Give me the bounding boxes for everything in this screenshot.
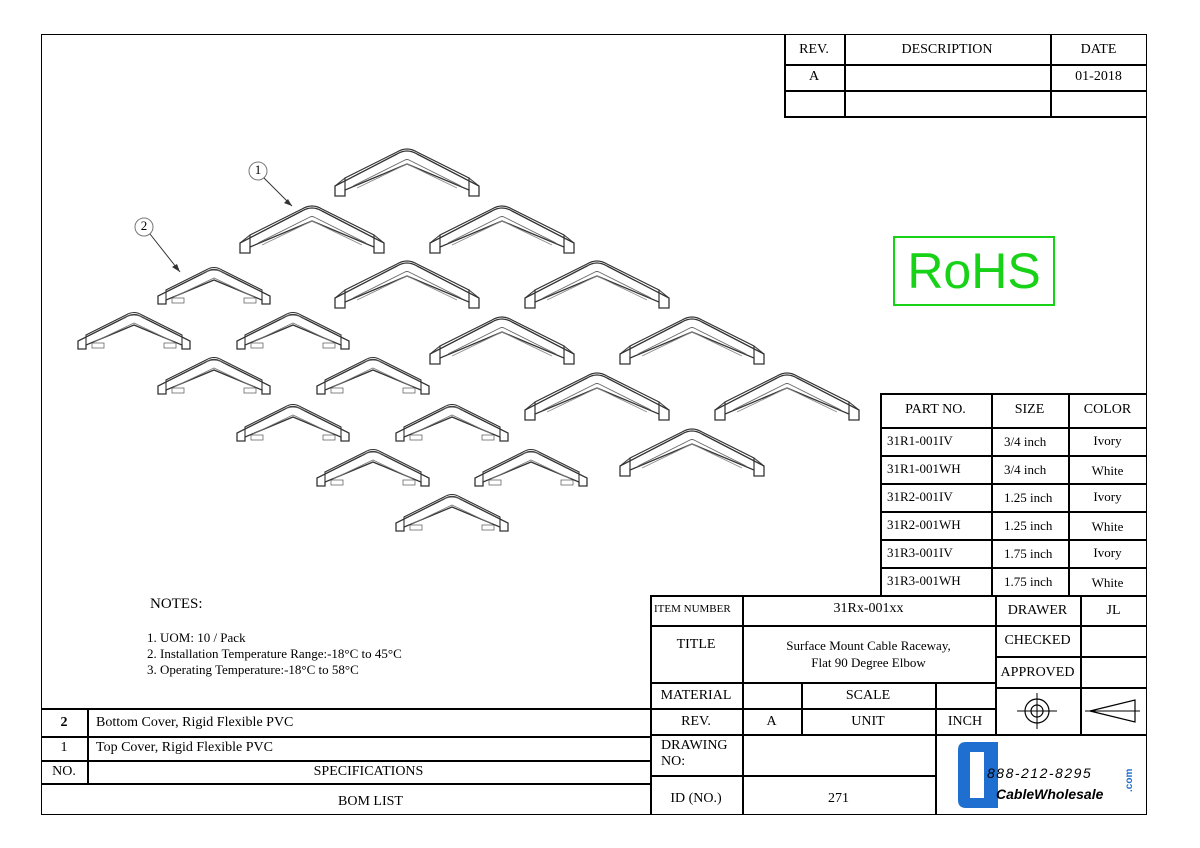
drawer-value: JL (1106, 603, 1121, 618)
note-item: 1. UOM: 10 / Pack (147, 630, 246, 645)
part-no-cell: 31R2-001WH (887, 517, 961, 532)
drawing-frame (41, 34, 1147, 815)
logo-name: CableWholesale (996, 786, 1104, 802)
color-header: COLOR (1083, 402, 1132, 417)
callout-circle-2 (134, 217, 154, 237)
rev-label: REV. (681, 714, 711, 729)
size-cell: 1.75 inch (1004, 546, 1053, 561)
drawing-no-label: DRAWING (661, 738, 728, 753)
color-cell: White (1091, 463, 1124, 478)
note-item: 3. Operating Temperature:-18°C to 58°C (147, 662, 359, 677)
title-label: TITLE (676, 637, 716, 652)
color-cell: Ivory (1093, 489, 1122, 504)
bom-row-no: 1 (60, 740, 68, 755)
size-cell: 1.75 inch (1004, 574, 1053, 589)
bom-header-spec: SPECIFICATIONS (313, 764, 424, 779)
color-cell: Ivory (1093, 433, 1122, 448)
callout-1: 1 (254, 162, 262, 177)
size-cell: 3/4 inch (1004, 462, 1047, 477)
rohs-badge: RoHS (893, 236, 1055, 306)
part-no-cell: 31R1-001WH (887, 461, 961, 476)
drawing-no-label-2: NO: (661, 754, 686, 769)
unit-label: UNIT (851, 714, 885, 729)
title-line-1: Surface Mount Cable Raceway, (786, 638, 951, 653)
color-cell: White (1091, 519, 1124, 534)
part-no-header: PART NO. (905, 402, 966, 417)
part-no-cell: 31R2-001IV (887, 489, 953, 504)
date-value: 01-2018 (1075, 69, 1122, 84)
rev-value: A (766, 714, 777, 729)
checked-label: CHECKED (1004, 633, 1071, 648)
logo-phone: 888-212-8295 (987, 765, 1093, 781)
bom-row-spec: Top Cover, Rigid Flexible PVC (96, 740, 273, 755)
id-label: ID (NO.) (670, 791, 722, 806)
rev-value: A (808, 69, 820, 84)
unit-value: INCH (947, 714, 983, 729)
note-item: 2. Installation Temperature Range:-18°C … (147, 646, 402, 661)
bom-list-label: BOM LIST (338, 794, 403, 809)
notes-title: NOTES: (150, 596, 203, 612)
rev-header: REV. (799, 42, 829, 57)
bom-row-spec: Bottom Cover, Rigid Flexible PVC (96, 715, 294, 730)
color-cell: Ivory (1093, 545, 1122, 560)
size-cell: 1.25 inch (1004, 490, 1053, 505)
color-cell: White (1091, 575, 1124, 590)
size-header: SIZE (1014, 402, 1045, 417)
bom-header-no: NO. (52, 764, 76, 779)
title-line-2: Flat 90 Degree Elbow (811, 655, 926, 670)
part-no-cell: 31R3-001IV (887, 545, 953, 560)
scale-label: SCALE (845, 688, 891, 703)
drawer-label: DRAWER (1007, 603, 1068, 618)
material-label: MATERIAL (660, 688, 732, 703)
callout-2: 2 (140, 218, 148, 233)
id-value: 271 (828, 791, 849, 806)
bom-row-no: 2 (60, 715, 68, 730)
size-cell: 1.25 inch (1004, 518, 1053, 533)
size-cell: 3/4 inch (1004, 434, 1047, 449)
part-no-cell: 31R3-001WH (887, 573, 961, 588)
logo-com: .com (1124, 768, 1135, 792)
date-header: DATE (1080, 42, 1117, 57)
part-no-cell: 31R1-001IV (887, 433, 953, 448)
description-header: DESCRIPTION (901, 42, 993, 57)
item-number-label: ITEM NUMBER (654, 603, 731, 615)
item-number-value: 31Rx-001xx (833, 601, 904, 616)
approved-label: APPROVED (1000, 665, 1075, 680)
callout-circle-1 (248, 161, 268, 181)
